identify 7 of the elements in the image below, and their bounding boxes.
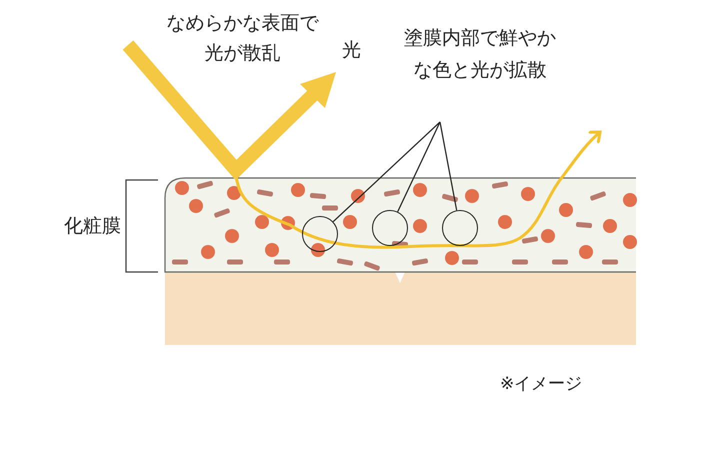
callout-text: 塗膜内部で鮮やかな色と光が拡散 [403,26,557,83]
caption-text: なめらかな表面で光が散乱 [166,11,320,66]
light-label: 光 [342,38,362,63]
layer-label: 化粧膜 [64,214,122,239]
note-text: ※イメージ [500,373,584,396]
leader-line [332,122,440,222]
leader-line [397,122,441,212]
